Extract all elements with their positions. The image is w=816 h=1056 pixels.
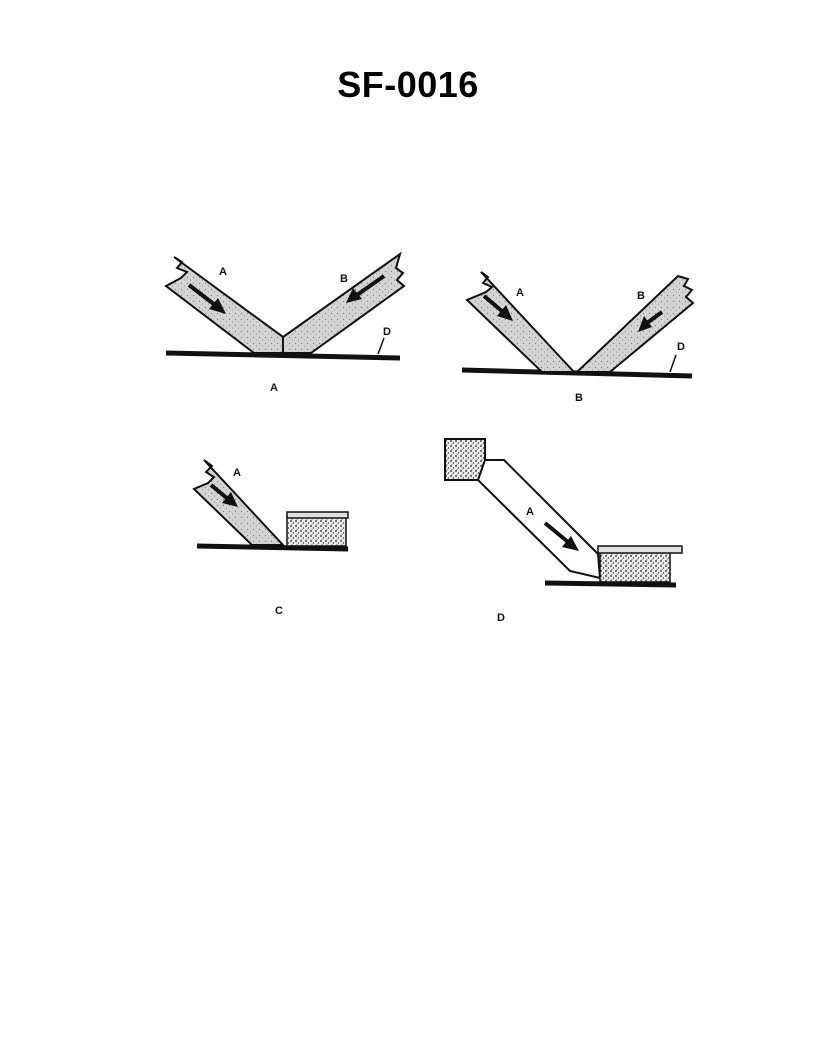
- panel-d-block-top-layer: [597, 545, 683, 554]
- panel-c-block: [286, 514, 347, 547]
- panel-a-member-b: [282, 251, 406, 354]
- panel-a-arrow-a-shaft: [187, 283, 217, 307]
- panel-c-caption: C: [275, 605, 283, 617]
- panel-b: A B D B: [461, 271, 695, 404]
- panel-b-label-d: D: [677, 341, 685, 353]
- panel-a-leader-d: [377, 337, 385, 355]
- panel-a-arrow-b-shaft: [355, 274, 386, 297]
- panel-b-label-a: A: [516, 287, 524, 299]
- panel-c-member-a: [192, 459, 286, 546]
- page-title: SF-0016: [337, 64, 479, 105]
- panel-b-arrow-b-head: [638, 316, 652, 332]
- panel-b-arrow-a-shaft: [482, 294, 505, 314]
- panel-a-arrow-b-head: [346, 288, 362, 303]
- panel-d-arrow-a-head: [562, 536, 579, 551]
- panel-b-leader-d: [669, 354, 677, 373]
- panel-a-label-d: D: [383, 326, 391, 338]
- panel-a-arrow-a-head: [209, 298, 226, 314]
- panel-a-label-a: A: [219, 266, 227, 278]
- panel-c: A C: [192, 459, 349, 617]
- panel-a-caption: A: [270, 382, 278, 394]
- panel-a: A B D A: [164, 251, 406, 394]
- panel-d-block: [599, 549, 671, 583]
- panel-b-member-a: [465, 271, 577, 373]
- panel-c-arrow-a-head: [222, 492, 238, 507]
- panel-d-arrow-a-shaft: [543, 521, 570, 544]
- panel-d-caption: D: [497, 612, 505, 624]
- panel-d-handle-block: [444, 438, 486, 481]
- panel-b-caption: B: [575, 392, 583, 404]
- panel-a-label-b: B: [340, 273, 348, 285]
- panel-d-surface-line: [544, 580, 677, 588]
- panel-c-surface-line: [196, 543, 349, 552]
- panel-b-member-b: [574, 274, 695, 373]
- panel-c-block-top-layer: [286, 511, 349, 519]
- panel-d-label-a: A: [526, 506, 534, 518]
- panel-c-label-a: A: [233, 467, 241, 479]
- panel-b-arrow-b-shaft: [645, 310, 664, 325]
- panel-b-arrow-a-head: [497, 305, 513, 321]
- panel-c-arrow-a-shaft: [209, 483, 230, 501]
- panel-d: A D: [444, 438, 683, 624]
- panel-a-surface-line: [165, 350, 401, 361]
- panel-b-label-b: B: [637, 290, 645, 302]
- panel-d-member-a: [476, 459, 602, 580]
